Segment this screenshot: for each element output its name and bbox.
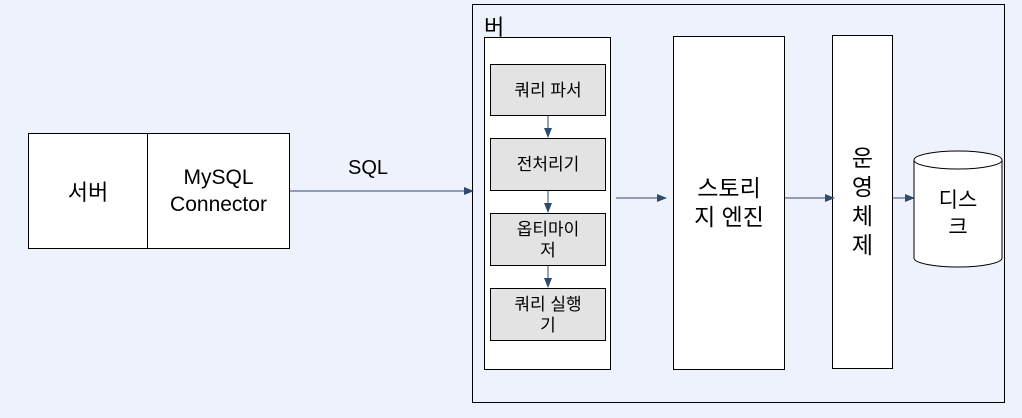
os-box: 운 영 체 제	[832, 35, 893, 369]
disk-label-wrap: 디스 크	[914, 170, 1002, 258]
disk-label: 디스 크	[938, 189, 978, 239]
server-title: 버	[484, 15, 505, 40]
storage-engine-box: 스토리 지 엔진	[673, 36, 785, 370]
disk-cylinder	[913, 150, 1003, 268]
optimizer-label: 옵티마이 저	[516, 219, 580, 260]
mysql-connector-label: MySQL Connector	[170, 166, 267, 216]
query-executor-label: 쿼리 실행 기	[514, 294, 582, 335]
mysql-connector-cell: MySQL Connector	[148, 134, 289, 248]
sql-label: SQL	[348, 157, 389, 179]
preprocessor-label: 전처리기	[516, 155, 580, 174]
client-server-label: 서버	[67, 180, 109, 205]
query-parser-label: 쿼리 파서	[514, 80, 582, 100]
query-parser-step: 쿼리 파서	[490, 64, 606, 116]
preprocessor-step: 전처리기	[490, 138, 606, 191]
optimizer-step: 옵티마이 저	[490, 213, 606, 266]
storage-engine-label: 스토리 지 엔진	[694, 175, 764, 230]
client-server-cell: 서버	[29, 134, 148, 248]
client-box: 서버 MySQL Connector	[28, 133, 290, 249]
query-executor-step: 쿼리 실행 기	[490, 288, 606, 341]
os-label: 운 영 체 제	[851, 145, 874, 258]
server-frame	[472, 4, 1005, 403]
